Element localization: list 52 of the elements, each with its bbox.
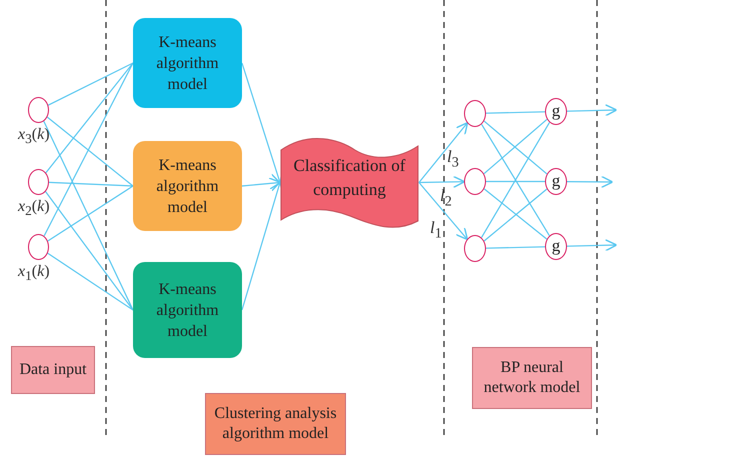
connector-line <box>45 62 134 174</box>
connector-line <box>47 186 134 242</box>
connector-line <box>43 120 134 310</box>
arrow <box>566 104 618 116</box>
model-box <box>133 262 242 358</box>
circle-node <box>28 169 49 195</box>
node-text: g <box>552 236 560 254</box>
node-text: BP neural network model <box>482 358 582 398</box>
variable-label: x$_{1}$(k) <box>18 263 50 284</box>
arrow <box>567 176 614 188</box>
node-text: g <box>552 172 560 188</box>
circle-node <box>464 168 486 195</box>
arrow <box>418 176 466 188</box>
connector-line <box>48 62 134 106</box>
connector-line <box>46 116 134 186</box>
connector-line <box>45 191 134 310</box>
connector-line <box>44 62 134 236</box>
node-text: K-means algorithm model <box>155 32 220 94</box>
arrow <box>242 177 282 190</box>
section-label-box <box>11 346 95 394</box>
connector-line <box>486 111 546 114</box>
node-text: Data input <box>19 360 87 380</box>
connector-line <box>47 252 134 310</box>
connector-line <box>48 182 134 187</box>
arrow <box>418 122 468 183</box>
arrow <box>566 239 618 252</box>
model-box <box>133 141 242 231</box>
edge-label: l$_{3}$ <box>447 147 459 172</box>
node-text: Clustering analysis algorithm model <box>213 404 338 444</box>
arrow <box>241 62 283 184</box>
process-banner <box>280 136 419 229</box>
circle-node <box>28 234 49 260</box>
connector-line <box>486 180 545 182</box>
arrow <box>241 181 283 310</box>
section-label-box <box>472 347 592 409</box>
variable-label: x$_{3}$(k) <box>18 126 50 148</box>
node-text: K-means algorithm model <box>155 156 220 218</box>
edge-label: l$_{1}$ <box>430 218 442 242</box>
node-text: g <box>552 102 560 118</box>
circle-node <box>464 235 486 262</box>
circle-node <box>545 233 567 260</box>
connector-line <box>486 246 546 249</box>
model-box <box>133 18 242 108</box>
circle-node <box>545 98 567 125</box>
variable-label: x$_{2}$(k) <box>18 198 50 220</box>
circle-node <box>545 168 567 195</box>
node-text: K-means algorithm model <box>155 280 220 342</box>
node-text: Classification of computing <box>292 154 406 201</box>
circle-node <box>464 100 486 127</box>
section-label-box <box>205 393 346 455</box>
arrow <box>418 182 468 240</box>
circle-node <box>28 97 49 123</box>
